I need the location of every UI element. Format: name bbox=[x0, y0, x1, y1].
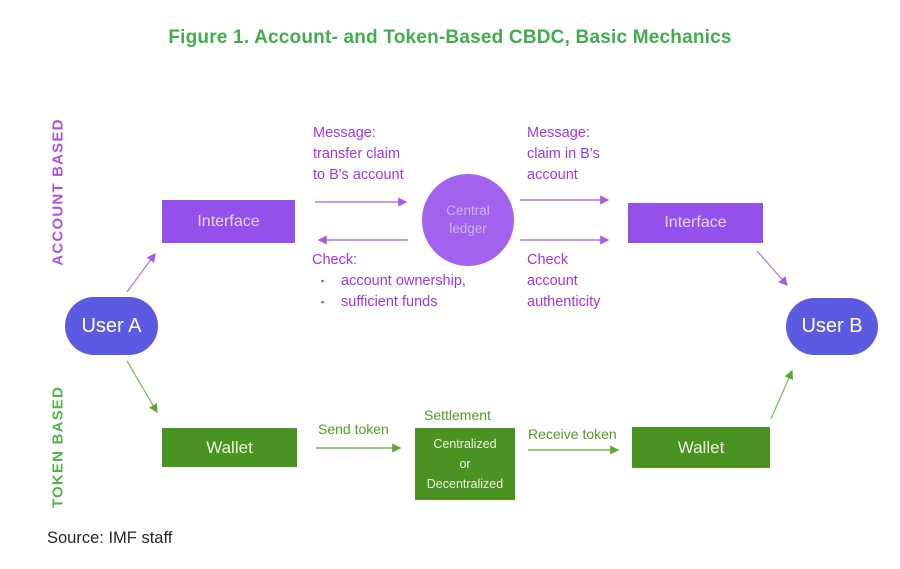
node-interface-right: Interface bbox=[628, 203, 763, 243]
annotation-line: sufficient funds bbox=[341, 294, 438, 311]
lane-label-token-based: TOKEN BASED bbox=[49, 385, 67, 509]
arrow-user-a-to-wallet bbox=[126, 360, 158, 414]
annotation-line: Message: bbox=[527, 125, 590, 141]
annotation-line: to B's account bbox=[313, 167, 404, 184]
annotation-settlement-label: Settlement bbox=[424, 407, 491, 423]
bullet-icon: ▪ bbox=[321, 297, 325, 308]
node-wallet-left: Wallet bbox=[162, 428, 297, 467]
node-central-ledger: Central ledger bbox=[422, 174, 514, 266]
figure-title: Figure 1. Account- and Token-Based CBDC,… bbox=[168, 27, 732, 48]
bullet-icon: ▪ bbox=[321, 276, 325, 287]
annotation-line: claim in B's bbox=[527, 146, 600, 163]
annotation-line: account ownership, bbox=[341, 273, 466, 290]
node-interface-left: Interface bbox=[162, 200, 295, 243]
central-ledger-line: Central bbox=[446, 202, 490, 218]
annotation-line: Message: bbox=[313, 125, 376, 141]
bullet-item: ▪ sufficient funds bbox=[312, 292, 466, 313]
annotation-send-token: Send token bbox=[318, 421, 389, 437]
arrow-wallet-to-user-b bbox=[770, 369, 794, 420]
arrow-interface-to-user-b bbox=[756, 250, 788, 286]
annotation-receive-token: Receive token bbox=[528, 426, 617, 442]
annotation-message-left: Message: transfer claim to B's account bbox=[313, 123, 404, 186]
annotation-message-right: Message: claim in B's account bbox=[527, 123, 600, 186]
node-settlement: Centralized or Decentralized bbox=[415, 428, 515, 500]
annotation-check-right: Check account authenticity bbox=[527, 250, 600, 313]
settlement-line: or bbox=[459, 457, 471, 471]
node-wallet-right: Wallet bbox=[632, 427, 770, 468]
annotation-line: transfer claim bbox=[313, 146, 401, 163]
annotation-check-left: Check: ▪ account ownership, ▪ sufficient… bbox=[312, 250, 466, 313]
bullet-item: ▪ account ownership, bbox=[312, 271, 466, 292]
annotation-line: account bbox=[527, 167, 578, 184]
source-note: Source: IMF staff bbox=[47, 529, 173, 547]
central-ledger-line: ledger bbox=[449, 221, 487, 236]
annotation-line: Check bbox=[527, 252, 569, 268]
arrow-user-a-to-interface bbox=[126, 252, 156, 293]
settlement-line: Decentralized bbox=[426, 477, 504, 491]
annotation-line: Check: bbox=[312, 252, 358, 268]
annotation-line: authenticity bbox=[527, 294, 601, 311]
settlement-line: Centralized bbox=[433, 437, 497, 451]
node-user-b: User B bbox=[786, 298, 878, 355]
annotation-line: account bbox=[527, 273, 578, 290]
node-user-a: User A bbox=[65, 297, 158, 355]
lane-label-account-based: ACCOUNT BASED bbox=[49, 118, 67, 266]
